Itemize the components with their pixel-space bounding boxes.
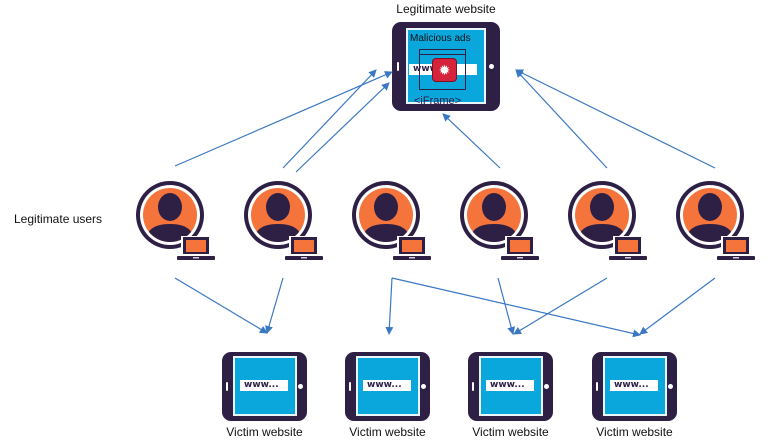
victim-website-tablet: www... (345, 352, 430, 421)
user-icon (349, 178, 439, 268)
connection-arrow (174, 71, 393, 167)
tablet-side-button (596, 382, 598, 391)
legitimate-users-label: Legitimate users (14, 212, 103, 226)
tablet-home-button (298, 384, 303, 389)
iframe-window (419, 49, 466, 90)
connection-arrow (515, 69, 608, 169)
victim-website-tablet: www... (222, 352, 307, 421)
malicious-ads-label: Malicious ads (410, 33, 471, 44)
victim-website-label: Victim website (472, 425, 549, 439)
tablet-home-button (668, 384, 673, 389)
user-icon (565, 178, 655, 268)
tablet-side-button (349, 382, 351, 391)
victim-website-tablet: www... (468, 352, 553, 421)
victim-url-bar: www... (240, 380, 288, 391)
victim-url-bar: www... (486, 380, 534, 391)
victim-website-tablet: www... (592, 352, 677, 421)
user-icon (133, 178, 223, 268)
connection-arrow (174, 277, 268, 334)
legitimate-website-title: Legitimate website (396, 2, 496, 16)
connection-arrow (513, 277, 608, 335)
user-icon (241, 178, 331, 268)
tablet-home-button (489, 64, 494, 69)
tablet-side-button (226, 382, 228, 391)
user-icon (457, 178, 547, 268)
connection-arrow (639, 277, 716, 335)
iframe-label: <iFrame> (414, 95, 462, 107)
victim-url-bar: www... (610, 380, 658, 391)
connection-arrow (265, 277, 284, 334)
legitimate-website-tablet: Malicious ads www... ✹ <iFrame> (392, 22, 500, 111)
connection-arrow (385, 277, 394, 335)
connection-arrow (295, 82, 390, 173)
connection-arrow (515, 69, 716, 169)
tablet-home-button (421, 384, 426, 389)
tablet-home-button (544, 384, 549, 389)
tablet-side-button (397, 62, 399, 71)
connection-arrow (442, 113, 501, 169)
malware-icon: ✹ (432, 58, 457, 82)
victim-website-label: Victim website (226, 425, 303, 439)
victim-website-label: Victim website (596, 425, 673, 439)
user-icon (673, 178, 763, 268)
tablet-side-button (472, 382, 474, 391)
victim-website-label: Victim website (349, 425, 426, 439)
connection-arrow (391, 277, 641, 338)
connection-arrow (497, 277, 516, 335)
connection-arrow (282, 69, 377, 169)
victim-url-bar: www... (363, 380, 411, 391)
